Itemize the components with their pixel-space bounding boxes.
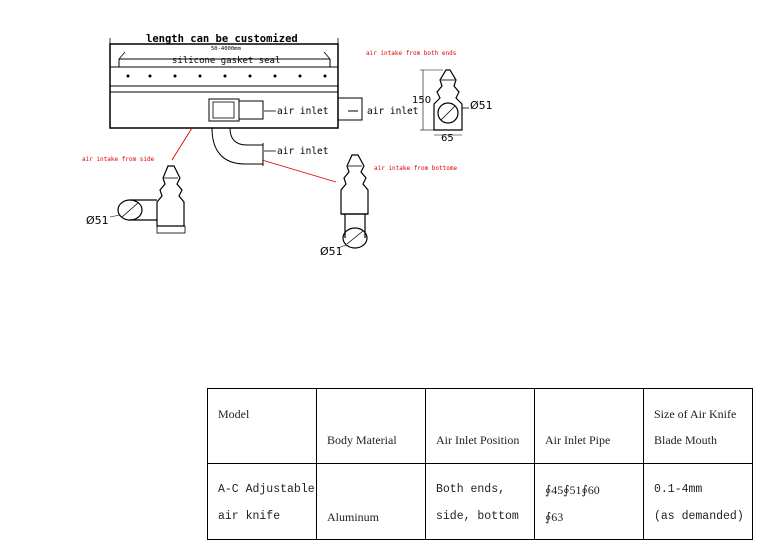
inlet-leaders [264, 110, 276, 152]
air-knife-technical-drawing: length can be customized 50-4000mm silic… [82, 33, 493, 258]
cell-air-inlet-position: Both ends,side, bottom [425, 463, 535, 540]
bottom-elbow-pipe [206, 127, 264, 166]
side-intake-view [109, 165, 186, 234]
gasket-label: silicone gasket seal [172, 56, 280, 66]
end-height-dimension: 150 [412, 95, 431, 106]
header-body-material: Body Material [316, 388, 426, 464]
bolt-dots [126, 74, 327, 78]
length-dimension-line [109, 38, 339, 46]
note-both-ends: air intake from both ends [366, 50, 457, 57]
table-header-row: Model Body Material Air Inlet Position A… [207, 388, 753, 464]
end-width-dimension: 65 [441, 133, 454, 144]
length-range: 50-4000mm [211, 46, 241, 52]
header-air-inlet-position: Air Inlet Position [425, 388, 535, 464]
header-model: Model [207, 388, 317, 464]
red-callout-lines [171, 127, 337, 183]
note-from-side: air intake from side [82, 156, 155, 163]
bottom-intake-view [337, 154, 369, 249]
end-diameter-label: Ø51 [470, 99, 493, 112]
front-inlet-port [208, 98, 264, 122]
header-air-inlet-pipe: Air Inlet Pipe [534, 388, 644, 464]
end-inlet-pipe [337, 97, 363, 121]
note-from-bottom: air intake from bottome [374, 165, 457, 172]
air-inlet-label-2: air inlet [367, 106, 418, 117]
cell-blade-mouth: 0.1-4mm(as demanded) [643, 463, 753, 540]
spec-table: Model Body Material Air Inlet Position A… [207, 388, 753, 540]
cell-body-material: Aluminum [316, 463, 426, 540]
air-inlet-label-3: air inlet [277, 146, 328, 157]
air-inlet-label-1: air inlet [277, 106, 328, 117]
length-title: length can be customized [146, 33, 298, 45]
side-diameter-label: Ø51 [86, 214, 109, 227]
cell-air-inlet-pipe: ∮45∮51∮60∮63 [534, 463, 644, 540]
end-profile-view [420, 69, 469, 136]
bottom-diameter-label: Ø51 [320, 245, 343, 258]
